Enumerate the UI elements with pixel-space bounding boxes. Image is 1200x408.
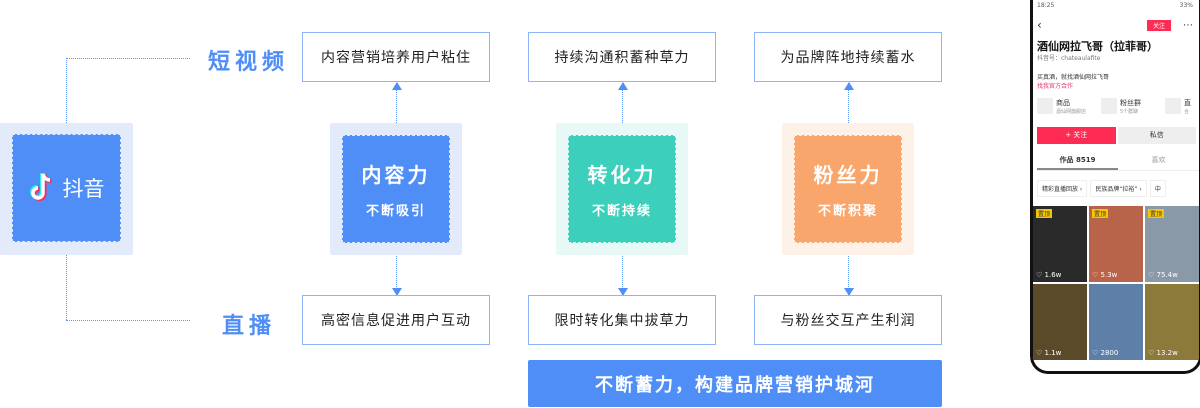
- pillar-title: 转化力: [587, 163, 657, 187]
- video-tile[interactable]: ♡ 1.1w: [1033, 284, 1087, 360]
- arrow-up-icon: [618, 82, 628, 123]
- bottom-text-box: 与粉丝交互产生利润: [754, 295, 942, 345]
- tab-likes[interactable]: 喜欢: [1151, 156, 1166, 164]
- top-text-box: 为品牌阵地持续蓄水: [754, 32, 942, 82]
- pillar-title: 粉丝力: [813, 163, 883, 187]
- like-count: ♡ 1.1w: [1036, 349, 1062, 357]
- message-button[interactable]: 私信: [1117, 127, 1196, 144]
- like-count: ♡ 13.2w: [1148, 349, 1178, 357]
- connector-line: [66, 58, 190, 59]
- platform-name: 抖音: [62, 177, 105, 201]
- platform-card: 抖音: [0, 123, 133, 255]
- video-tile[interactable]: 置顶 ♡ 75.4w: [1145, 206, 1199, 282]
- top-text-box: 内容营销培养用户粘住: [302, 32, 490, 82]
- arrow-down-icon: [392, 256, 402, 296]
- like-count: ♡ 5.3w: [1092, 271, 1118, 279]
- connector-line: [66, 58, 67, 123]
- pillar-card: 内容力 不断吸引: [330, 123, 462, 255]
- chip[interactable]: 精彩直播回放 ›: [1037, 180, 1088, 197]
- follow-small-button[interactable]: 关注: [1146, 19, 1171, 31]
- like-count: ♡ 2800: [1092, 349, 1119, 357]
- arrow-up-icon: [392, 82, 402, 123]
- pinned-badge: 置顶: [1092, 209, 1109, 218]
- pillar-box: 粉丝力 不断积聚: [794, 135, 902, 243]
- summary-banner: 不断蓄力，构建品牌营销护城河: [528, 360, 942, 407]
- pillar-title: 内容力: [361, 163, 431, 187]
- arrow-up-icon: [844, 82, 854, 123]
- arrow-down-icon: [618, 256, 628, 296]
- like-count: ♡ 1.6w: [1036, 271, 1062, 279]
- video-tile[interactable]: 置顶 ♡ 1.6w: [1033, 206, 1087, 282]
- pillar-subtitle: 不断持续: [591, 204, 652, 219]
- pillar-card: 粉丝力 不断积聚: [782, 123, 914, 255]
- feature-live[interactable]: 直合: [1165, 98, 1191, 115]
- channel-live: 直播: [222, 314, 277, 339]
- pillar-subtitle: 不断积聚: [817, 204, 878, 219]
- video-tile[interactable]: 置顶 ♡ 5.3w: [1089, 206, 1143, 282]
- pillar-box: 内容力 不断吸引: [342, 135, 450, 243]
- feature-shop[interactable]: 商品酒仙网旗舰店: [1037, 98, 1095, 115]
- douyin-id: 抖音号：chateaulafite: [1037, 55, 1101, 62]
- douyin-note-icon: [29, 173, 52, 201]
- pillar-box: 转化力 不断持续: [568, 135, 676, 243]
- chip[interactable]: 中: [1149, 180, 1166, 197]
- connector-line: [66, 255, 67, 320]
- arrow-down-icon: [844, 256, 854, 296]
- pillar-card: 转化力 不断持续: [556, 123, 688, 255]
- video-tile[interactable]: ♡ 2800: [1089, 284, 1143, 360]
- chip[interactable]: 民族品牌“拉裕” ›: [1090, 180, 1147, 197]
- status-time: 18:25: [1037, 2, 1055, 9]
- bio: 买真酒，就找酒仙网拉飞哥: [1037, 74, 1110, 81]
- back-icon[interactable]: ‹: [1037, 18, 1042, 32]
- profile-name: 酒仙网拉飞哥（拉菲哥）: [1037, 40, 1158, 53]
- video-tile[interactable]: ♡ 13.2w: [1145, 284, 1199, 360]
- pinned-badge: 置顶: [1036, 209, 1053, 218]
- follow-button[interactable]: + 关注: [1037, 127, 1116, 144]
- more-icon[interactable]: ⋯: [1183, 19, 1193, 31]
- tab-works[interactable]: 作品 8519: [1037, 155, 1118, 170]
- douyin-logo: 抖音: [12, 134, 121, 242]
- status-battery: 33%: [1179, 2, 1193, 9]
- channel-short-video: 短视频: [208, 50, 290, 75]
- connector-line: [66, 320, 190, 321]
- top-text-box: 持续沟通积蓄种草力: [528, 32, 716, 82]
- phone-screenshot: 18:25 33% ‹ 关注 ⋯ 酒仙网拉飞哥（拉菲哥） 抖音号：chateau…: [1030, 0, 1200, 374]
- like-count: ♡ 75.4w: [1148, 271, 1178, 279]
- bottom-text-box: 高密信息促进用户互动: [302, 295, 490, 345]
- bottom-text-box: 限时转化集中拔草力: [528, 295, 716, 345]
- pinned-badge: 置顶: [1148, 209, 1165, 218]
- pillar-subtitle: 不断吸引: [365, 204, 426, 219]
- cooperation-link[interactable]: 找我官方合作: [1037, 83, 1074, 90]
